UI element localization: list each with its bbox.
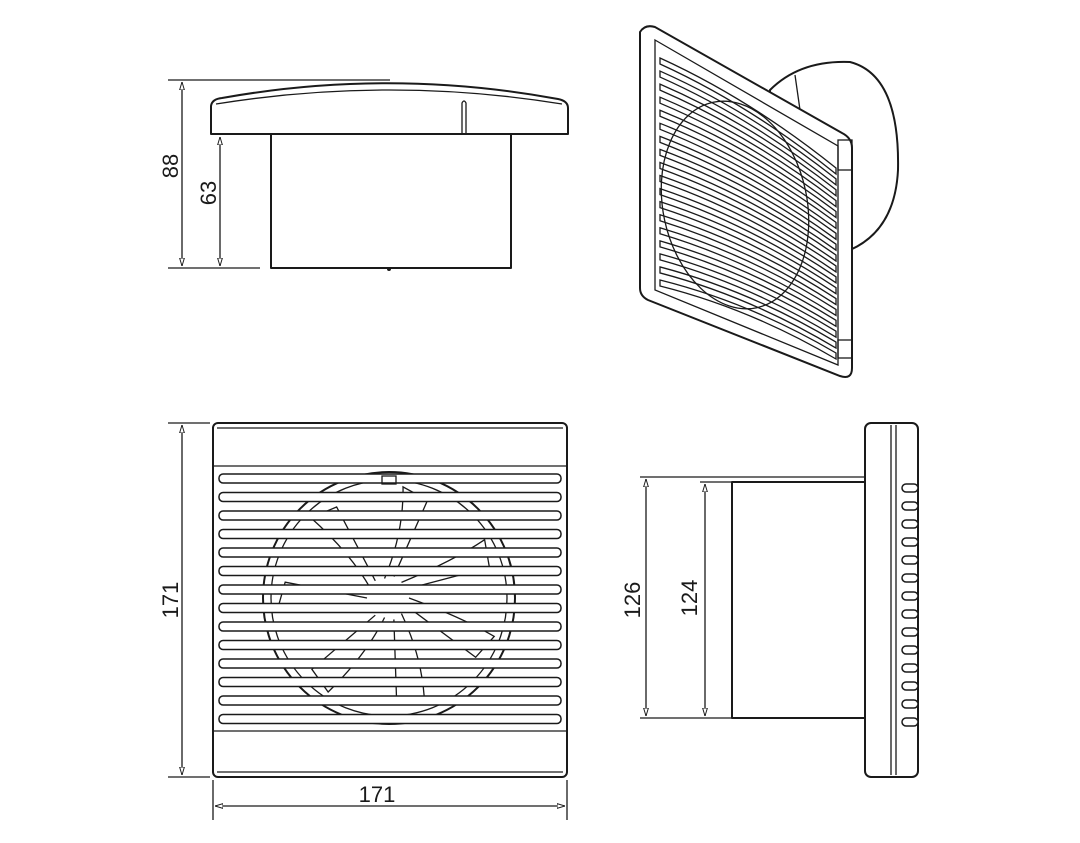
louver-slat bbox=[218, 639, 562, 651]
side-rib bbox=[901, 645, 919, 655]
louver-slat bbox=[218, 621, 562, 632]
iso-louver-slat bbox=[659, 279, 837, 361]
louver-slat bbox=[218, 658, 562, 669]
right-side-view: 126 124 bbox=[620, 422, 919, 778]
front-louvers bbox=[218, 473, 562, 725]
isometric-view bbox=[639, 25, 900, 378]
louver-slat bbox=[218, 602, 562, 614]
side-rib bbox=[901, 483, 919, 493]
side-rib bbox=[901, 555, 919, 565]
iso-louver-slat bbox=[659, 109, 837, 219]
dimension-label-width: 171 bbox=[359, 782, 396, 807]
iso-louver-slat bbox=[659, 96, 837, 208]
louver-slat bbox=[218, 473, 562, 484]
side-louver-ribs bbox=[901, 483, 919, 727]
iso-louver-slat bbox=[659, 266, 837, 350]
dimension-label-88: 88 bbox=[158, 154, 183, 178]
side-rib bbox=[901, 519, 919, 529]
iso-louver-slat bbox=[659, 148, 837, 252]
iso-louver-slat bbox=[659, 239, 837, 328]
iso-louver-slat bbox=[659, 200, 837, 295]
louver-slat bbox=[218, 584, 562, 595]
iso-louver-slat bbox=[659, 174, 837, 274]
iso-louvers bbox=[659, 56, 837, 361]
body-profile bbox=[270, 133, 512, 269]
louver-slat bbox=[218, 676, 562, 688]
front-frame bbox=[212, 422, 568, 778]
side-body bbox=[731, 481, 866, 719]
louver-slat bbox=[218, 713, 562, 725]
dimension-label-124: 124 bbox=[677, 580, 702, 617]
top-view: 88 63 bbox=[158, 79, 569, 271]
side-rib bbox=[901, 537, 919, 547]
side-rib bbox=[901, 573, 919, 583]
impeller-blade bbox=[401, 538, 491, 590]
louver-slat bbox=[218, 565, 562, 577]
iso-louver-slat bbox=[659, 253, 837, 339]
side-rib bbox=[901, 699, 919, 709]
iso-louver-slat bbox=[659, 213, 837, 306]
louver-slat bbox=[218, 510, 562, 521]
iso-louver-slat bbox=[659, 122, 837, 230]
dimension-label-height: 171 bbox=[158, 582, 183, 619]
dimension-label-126: 126 bbox=[620, 582, 645, 619]
iso-impeller-ring bbox=[660, 100, 810, 310]
side-rib bbox=[901, 501, 919, 511]
iso-louver-slat bbox=[659, 226, 837, 317]
side-rib bbox=[901, 681, 919, 691]
front-view: 171 171 bbox=[158, 422, 568, 820]
cover-profile bbox=[210, 82, 569, 135]
side-rib bbox=[901, 663, 919, 673]
dimension-label-63: 63 bbox=[196, 181, 221, 205]
louver-slat bbox=[218, 547, 562, 558]
louver-slat bbox=[218, 695, 562, 706]
louver-slat bbox=[218, 528, 562, 540]
side-rib bbox=[901, 717, 919, 727]
louver-slat bbox=[218, 491, 562, 503]
iso-louver-slat bbox=[659, 56, 837, 176]
side-rib bbox=[901, 591, 919, 601]
side-rib bbox=[901, 609, 919, 619]
side-rib bbox=[901, 627, 919, 637]
iso-louver-slat bbox=[659, 187, 837, 285]
iso-louver-slat bbox=[659, 161, 837, 263]
iso-louver-slat bbox=[659, 83, 837, 198]
iso-louver-slat bbox=[659, 135, 837, 241]
